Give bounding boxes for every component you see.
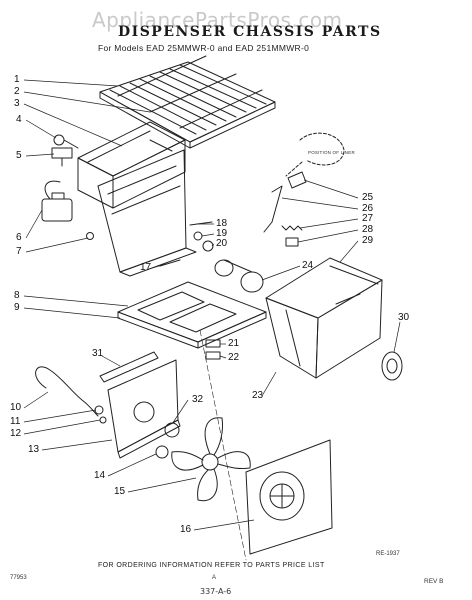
liner-position-note: POSITION OF LINER [308,150,355,155]
revision-label: REV B [424,578,444,585]
frame-panel [98,150,196,276]
callout-25: 25 [362,192,374,203]
callout-27: 27 [362,213,374,224]
part-15-fan-blade [172,418,250,501]
callout-2: 2 [14,86,20,97]
part-25-actuator [288,172,306,188]
watermark: AppliancePartsPros.com [92,8,343,32]
callout-5: 5 [16,150,22,161]
part-4-switch [54,135,78,148]
callout-16: 16 [180,524,192,535]
callout-6: 6 [16,232,22,243]
part-31-rod [100,352,158,382]
part-29-chute [266,258,382,378]
part-16-blower-housing [246,440,332,554]
callout-10: 10 [10,402,22,413]
part-24-coupler [215,260,263,292]
callout-22: 22 [228,352,240,363]
callout-15: 15 [114,486,126,497]
callout-21: 21 [228,338,240,349]
callout-12: 12 [10,428,22,439]
part-28-bracket [286,238,298,246]
part-14-nut [156,446,168,458]
diagram-title: DISPENSER CHASSIS PARTS [118,24,382,40]
ordering-information: FOR ORDERING INFORMATION REFER TO PARTS … [98,562,325,569]
page-letter: A [212,575,217,581]
callout-26: 26 [362,203,374,214]
model-subtitle: For Models EAD 25MMWR-0 and EAD 251MMWR-… [98,43,310,53]
part-5-bracket [52,148,72,166]
part-10-cord [36,367,98,416]
part-20-bushing [203,241,213,251]
part-13-fan-plate [108,360,180,458]
callout-29: 29 [362,235,374,246]
callout-28: 28 [362,224,374,235]
callout-20: 20 [216,238,228,249]
callout-4: 4 [16,114,22,125]
callout-8: 8 [14,290,20,301]
liner-position-outline [286,133,344,176]
callout-31: 31 [92,348,104,359]
callout-19: 19 [216,228,228,239]
part-8-tray [118,282,266,348]
callout-30: 30 [398,312,410,323]
document-code: 77953 [10,575,27,581]
callout-1: 1 [14,74,20,85]
callout-17: 17 [140,262,152,273]
part-26-lever [264,186,282,232]
callout-24: 24 [302,260,314,271]
part-6-motor [42,181,72,221]
part-19-washer [194,232,202,240]
sheet-mark: 337-A-6 [200,587,232,596]
callout-3: 3 [14,98,20,109]
callout-23: 23 [252,390,264,401]
leader-lines [24,80,400,530]
callout-13: 13 [28,444,40,455]
center-line [200,330,246,560]
callout-32: 32 [192,394,204,405]
callout-11: 11 [10,416,21,427]
part-3-housing [78,122,185,208]
part-32-hub [165,423,179,437]
part-30-cover [382,352,402,380]
part-7-clip [87,233,94,240]
part-21-22-clips [206,340,220,359]
callout-7: 7 [16,246,22,257]
callout-14: 14 [94,470,106,481]
part-27-spring [282,226,302,230]
callout-9: 9 [14,302,20,313]
callout-18: 18 [216,218,228,229]
part-1-grille [100,56,275,148]
part-18-screw [190,222,212,225]
drawing-code: RE-1937 [376,551,400,557]
